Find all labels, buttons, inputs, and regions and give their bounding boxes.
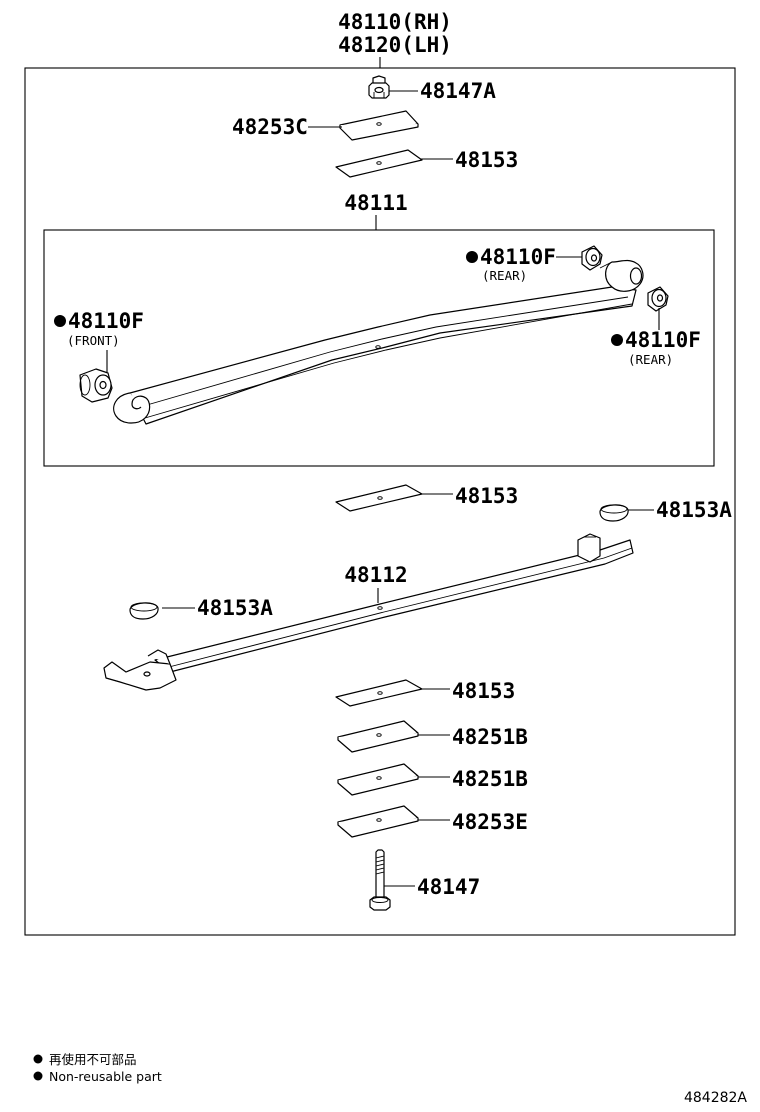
pad-mid-part [335, 484, 423, 512]
bumper-right-part [599, 504, 629, 522]
label-plate-b2: 48251B [452, 767, 528, 791]
label-bushing-rear-upper: 48110F [480, 245, 556, 269]
label-plate-top: 48253C [232, 115, 308, 139]
assembly-number-lh: 48120(LH) [338, 33, 452, 57]
label-bumper-left: 48153A [197, 596, 273, 620]
non-reusable-dot-front [54, 315, 66, 327]
label-bumper-right: 48153A [656, 498, 732, 522]
label-main-leaf: 48111 [344, 191, 407, 215]
main-leaf-subframe [43, 229, 715, 467]
label-nut-top: 48147A [420, 79, 496, 103]
figure-code: 484282A [684, 1090, 747, 1106]
legend-text-en: Non-reusable part [49, 1069, 162, 1084]
label-plate-b1: 48251B [452, 725, 528, 749]
label-bushing-rear-lower: 48110F [625, 328, 701, 352]
pad-lower-part [335, 679, 423, 707]
label-bushing-front: 48110F [68, 309, 144, 333]
plate-e-part [337, 805, 419, 838]
label-pad-lower: 48153 [452, 679, 515, 703]
top-nut-part [368, 75, 390, 99]
bumper-left-part [129, 602, 159, 620]
bolt-part [369, 849, 391, 911]
plate-48253c-part [339, 110, 419, 141]
second-leaf-part [103, 533, 634, 691]
bushing-front-part [79, 368, 113, 403]
non-reusable-dot-rear-lower [611, 334, 623, 346]
assembly-number-rh: 48110(RH) [338, 10, 452, 34]
legend-dot-en [33, 1071, 43, 1081]
bushing-rear-upper-part [581, 245, 603, 271]
label-bolt: 48147 [417, 875, 480, 899]
note-bushing-rear-upper: (REAR) [482, 268, 527, 283]
bushing-rear-lower-part [647, 286, 669, 312]
label-plate-e: 48253E [452, 810, 528, 834]
plate-b2-part [337, 763, 419, 796]
main-leaf-part [113, 259, 644, 425]
label-pad-mid: 48153 [455, 484, 518, 508]
non-reusable-dot-rear-upper [466, 251, 478, 263]
note-bushing-front: (FRONT) [67, 333, 120, 348]
label-second-leaf: 48112 [344, 563, 407, 587]
legend-text-jp: 再使用不可部品 [49, 1052, 137, 1067]
pad-upper-part [335, 149, 423, 178]
plate-b1-part [337, 720, 419, 753]
assembly-frame [24, 67, 736, 936]
legend-dot-jp [33, 1054, 43, 1064]
label-pad-upper: 48153 [455, 148, 518, 172]
note-bushing-rear-lower: (REAR) [628, 352, 673, 367]
